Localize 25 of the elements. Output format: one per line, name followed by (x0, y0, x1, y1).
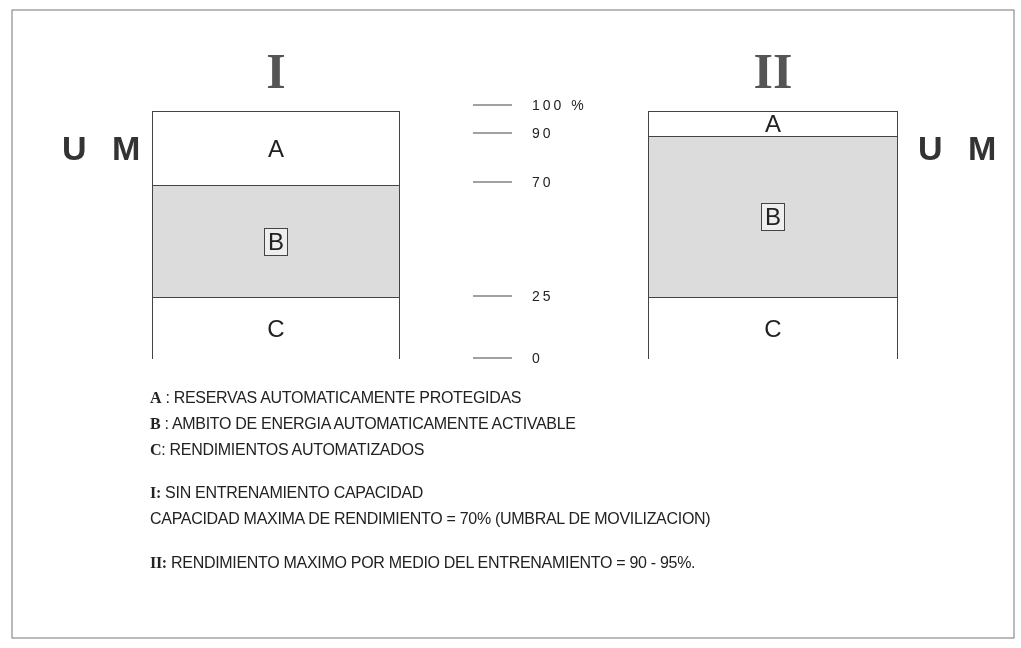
band-letter: A (765, 112, 781, 136)
band-letter: C (764, 316, 782, 341)
band-letter: A (268, 136, 284, 161)
boxed-letter: B (761, 203, 785, 231)
note-text: A : RESERVAS AUTOMATICAMENTE PROTEGIDAS (150, 390, 522, 406)
note-text: B : AMBITO DE ENERGIA AUTOMATICAMENTE ACTIVABLE (150, 416, 576, 432)
unit-label: U M (918, 131, 1005, 165)
roman-numeral-heading: I (265, 46, 287, 96)
band (649, 136, 897, 297)
note-text: II: RENDIMIENTO MAXIMO POR MEDIO DEL ENTRENAMIENTO = 90 - 95%. (150, 555, 696, 571)
scale-value: 100 % (532, 98, 587, 112)
roman-numeral-heading: II (752, 46, 794, 96)
unit-label: U M (62, 131, 149, 165)
scale-value: 90 (532, 126, 554, 140)
band (153, 185, 399, 297)
scale-value: 25 (532, 289, 554, 303)
scale-value: 70 (532, 175, 554, 189)
band (649, 297, 897, 359)
scale-value: 0 (532, 351, 543, 365)
boxed-letter: B (264, 227, 288, 256)
note-text: C: RENDIMIENTOS AUTOMATIZADOS (150, 442, 424, 458)
note-text: CAPACIDAD MAXIMA DE RENDIMIENTO = 70% (UMBRAL DE MOVILIZACION) (150, 511, 711, 527)
band-letter: C (267, 316, 285, 341)
band (153, 297, 399, 359)
note-text: I: SIN ENTRENAMIENTO CAPACIDAD (150, 485, 424, 501)
